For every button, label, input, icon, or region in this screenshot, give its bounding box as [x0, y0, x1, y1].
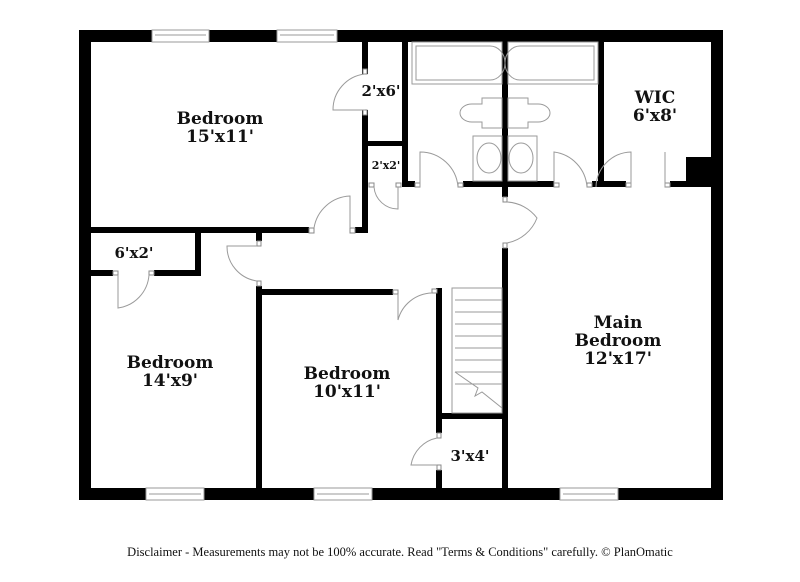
room-name: Main [593, 313, 643, 334]
windows [145, 29, 619, 501]
door-swings [117, 73, 666, 466]
room-size: 10'x11' [313, 382, 381, 402]
interior-walls [91, 42, 711, 488]
room-label-bedroom-mid: Bedroom 10'x11' [303, 364, 391, 402]
room-size: 14'x9' [141, 371, 199, 391]
room-label-main-bedroom: Main Bedroom 12'x17' [574, 313, 662, 369]
room-name: Bedroom [574, 331, 662, 352]
room-label-closet-2x2: 2'x2' [372, 160, 401, 172]
room-size: 2'x2' [371, 159, 401, 173]
room-size: 3'x4' [450, 447, 490, 466]
room-size: 15'x11' [186, 127, 254, 147]
room-label-bedroom-nw: Bedroom 15'x11' [176, 109, 264, 147]
room-label-wic: WIC 6'x8' [632, 88, 678, 126]
bathroom-fixtures [411, 41, 599, 182]
stairs [451, 287, 503, 414]
room-size: 2'x6' [361, 82, 401, 101]
room-label-closet-3x4: 3'x4' [450, 447, 490, 466]
room-size: 12'x17' [584, 348, 652, 369]
disclaimer: Disclaimer - Measurements may not be 100… [127, 545, 673, 559]
room-name: WIC [634, 88, 676, 109]
room-size: 6'x2' [114, 244, 154, 263]
room-size: 6'x8' [632, 106, 678, 126]
room-label-closet-2x6: 2'x6' [361, 82, 401, 101]
room-label-bedroom-sw: Bedroom 14'x9' [126, 353, 214, 391]
room-name: Bedroom [126, 353, 214, 374]
room-name: Bedroom [176, 109, 264, 130]
room-name: Bedroom [303, 364, 391, 385]
outer-walls [79, 30, 723, 500]
room-label-closet-6x2: 6'x2' [114, 244, 154, 263]
